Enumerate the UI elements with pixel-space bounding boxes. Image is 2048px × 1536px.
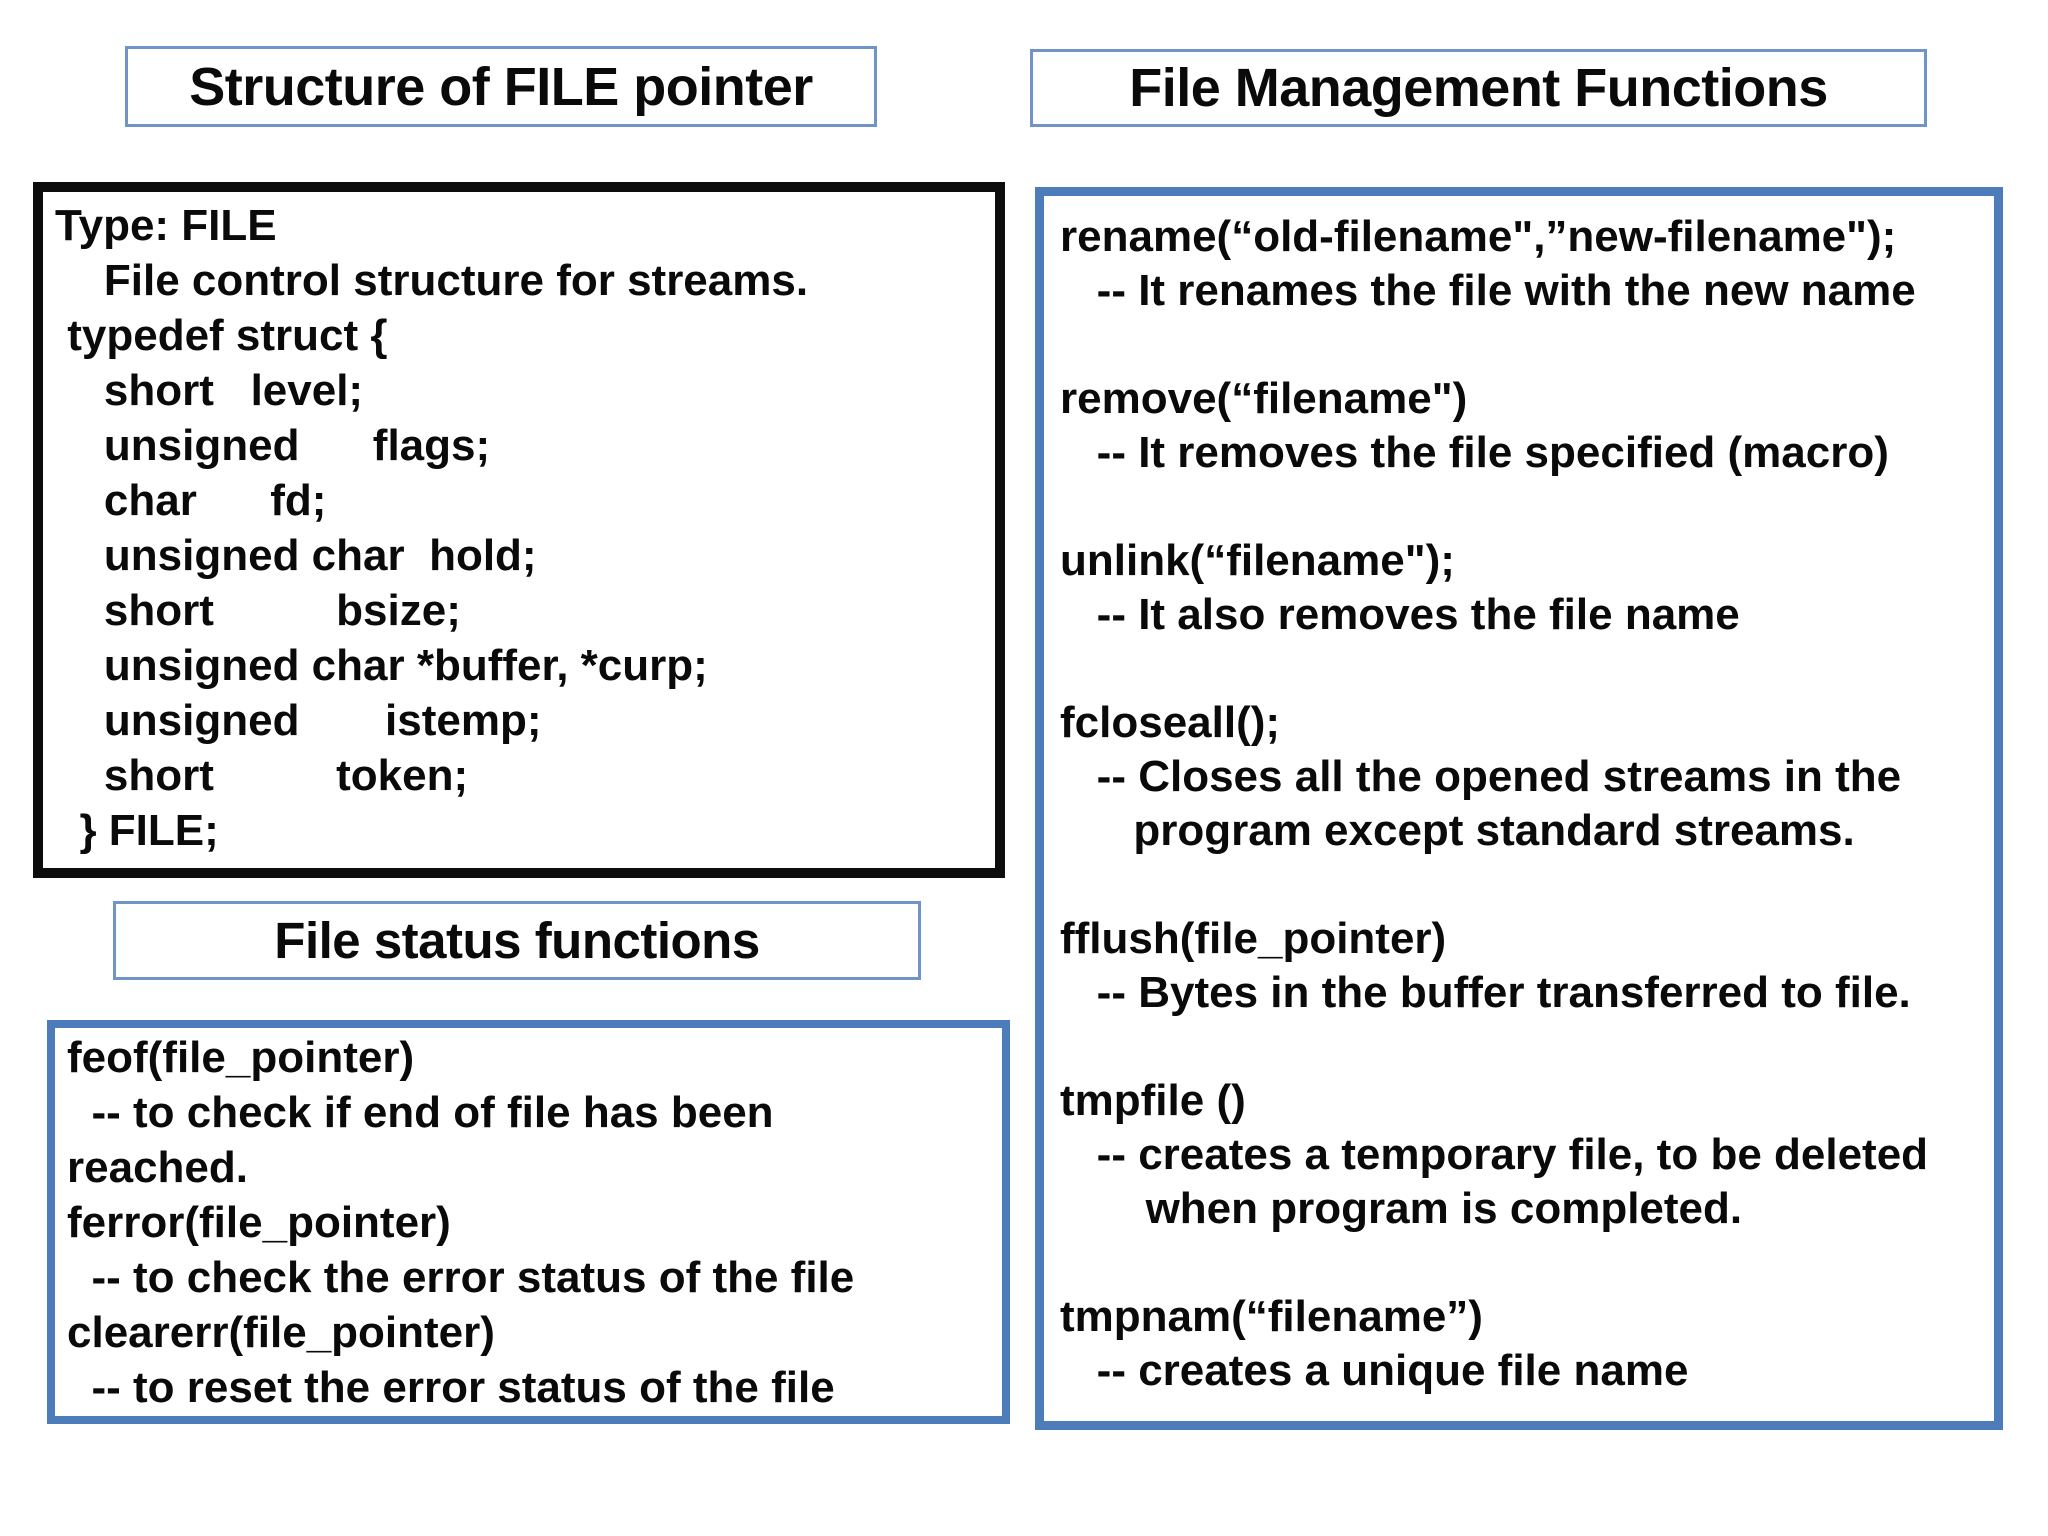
management-line bbox=[1060, 858, 1994, 912]
management-title-text: File Management Functions bbox=[1129, 58, 1828, 118]
struct-line: unsigned flags; bbox=[55, 421, 491, 470]
management-line: tmpnam(“filename”) bbox=[1060, 1292, 1483, 1341]
struct-line: short level; bbox=[55, 366, 364, 415]
management-line: tmpfile () bbox=[1060, 1076, 1246, 1125]
management-line: program except standard streams. bbox=[1060, 806, 1855, 855]
structure-of-file-pointer-title: Structure of FILE pointer bbox=[125, 46, 877, 127]
status-line: -- to check the error status of the file bbox=[67, 1253, 855, 1302]
status-line: clearerr(file_pointer) bbox=[67, 1308, 495, 1357]
struct-line: short bsize; bbox=[55, 586, 461, 635]
management-line: fflush(file_pointer) bbox=[1060, 914, 1447, 963]
struct-line: unsigned char hold; bbox=[55, 531, 537, 580]
status-line: feof(file_pointer) bbox=[67, 1033, 415, 1082]
status-line: -- to check if end of file has been bbox=[67, 1088, 774, 1137]
management-line: -- It also removes the file name bbox=[1060, 590, 1740, 639]
management-line: -- creates a temporary file, to be delet… bbox=[1060, 1130, 1929, 1179]
structure-title-text: Structure of FILE pointer bbox=[189, 56, 813, 117]
management-line bbox=[1060, 642, 1994, 696]
status-title-text: File status functions bbox=[274, 912, 760, 969]
management-line bbox=[1060, 318, 1994, 372]
status-line: ferror(file_pointer) bbox=[67, 1198, 451, 1247]
struct-line: Type: FILE bbox=[55, 201, 277, 250]
status-line: reached. bbox=[67, 1143, 248, 1192]
management-line bbox=[1060, 1236, 1994, 1290]
struct-line: short token; bbox=[55, 751, 469, 800]
file-management-functions-box: rename(“old-filename",”new-filename"); -… bbox=[1035, 187, 2003, 1430]
struct-line: File control structure for streams. bbox=[55, 256, 809, 305]
struct-line: typedef struct { bbox=[55, 311, 388, 360]
management-line: rename(“old-filename",”new-filename"); bbox=[1060, 212, 1897, 261]
management-line: remove(“filename") bbox=[1060, 374, 1468, 423]
management-line: -- It removes the file specified (macro) bbox=[1060, 428, 1889, 477]
struct-line: unsigned char *buffer, *curp; bbox=[55, 641, 708, 690]
file-management-functions-title: File Management Functions bbox=[1030, 49, 1927, 127]
management-line: unlink(“filename"); bbox=[1060, 536, 1455, 585]
status-line: -- to reset the error status of the file bbox=[67, 1363, 835, 1412]
management-line bbox=[1060, 1020, 1994, 1074]
management-line: -- Bytes in the buffer transferred to fi… bbox=[1060, 968, 1911, 1017]
struct-line: } FILE; bbox=[55, 806, 219, 855]
file-struct-definition-box: Type: FILE File control structure for st… bbox=[33, 182, 1005, 878]
file-status-functions-title: File status functions bbox=[113, 901, 921, 980]
struct-line: char fd; bbox=[55, 476, 327, 525]
management-line: -- It renames the file with the new name bbox=[1060, 266, 1916, 315]
management-line: fcloseall(); bbox=[1060, 698, 1281, 747]
management-line: -- creates a unique file name bbox=[1060, 1346, 1689, 1395]
management-line: -- Closes all the opened streams in the bbox=[1060, 752, 1902, 801]
struct-line: unsigned istemp; bbox=[55, 696, 542, 745]
file-status-functions-box: feof(file_pointer) -- to check if end of… bbox=[47, 1020, 1010, 1424]
management-line bbox=[1060, 480, 1994, 534]
management-line: when program is completed. bbox=[1060, 1184, 1743, 1233]
